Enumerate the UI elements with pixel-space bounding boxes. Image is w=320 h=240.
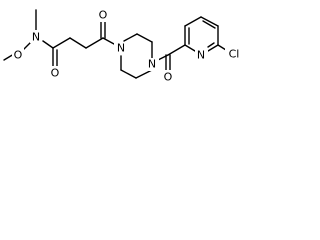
atom-cl: Cl [229, 48, 240, 61]
atom-n-amide: N [32, 31, 40, 44]
bond-lines [3, 9, 227, 79]
atom-o-amide-carbonyl: O [51, 67, 60, 80]
atom-o-ketone: O [99, 9, 108, 22]
atom-n-piperazine-right: N [148, 58, 156, 71]
atom-n-pyridine: N [197, 49, 205, 62]
atom-o-aroyl: O [164, 71, 173, 84]
atom-labels: O N O O N N O N Cl [12, 9, 244, 84]
molecule-structure: O N O O N N O N Cl [3, 9, 244, 84]
atom-n-piperazine-left: N [117, 42, 125, 55]
atom-o-methoxy: O [14, 49, 23, 62]
